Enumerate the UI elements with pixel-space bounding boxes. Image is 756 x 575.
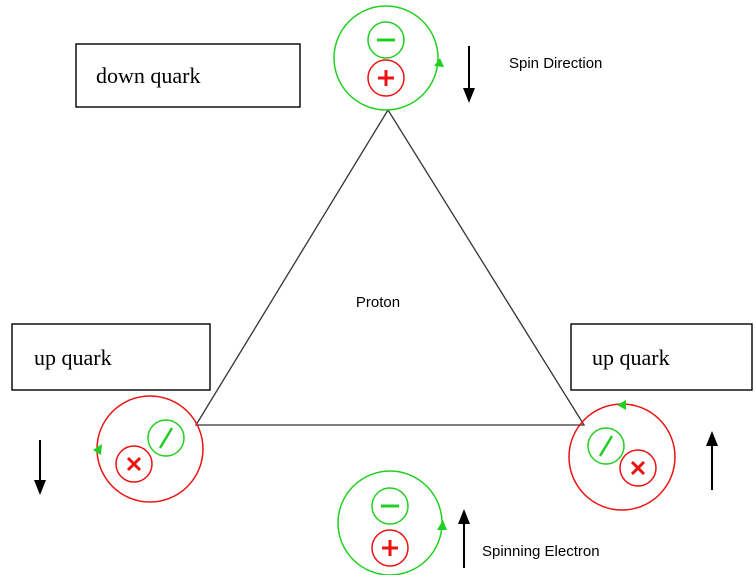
- right-particle: [568, 400, 676, 511]
- left-inner-red-circle: [115, 445, 153, 483]
- spin-arrowhead-icon: [617, 400, 626, 410]
- down-quark-label: down quark: [96, 63, 200, 88]
- down-quark-box: down quark: [75, 43, 301, 108]
- down-arrow-left: [34, 440, 46, 495]
- bottom-outer-ring: [337, 470, 443, 575]
- right-inner-green-circle: [587, 427, 625, 465]
- spin-arrowhead-icon: [434, 58, 444, 67]
- proton-triangle: [194, 108, 586, 426]
- down-arrow-top: [463, 46, 475, 103]
- bottom-particle: [337, 470, 447, 575]
- bottom-inner-red-circle: [371, 529, 409, 567]
- spinning-electron-label: Spinning Electron: [482, 543, 600, 560]
- left-outer-ring: [96, 395, 204, 503]
- top-particle: [333, 5, 444, 111]
- spin-arrowhead-icon: [93, 444, 102, 455]
- left-particle: [93, 395, 204, 503]
- right-outer-ring: [568, 403, 676, 511]
- top-outer-ring: [333, 5, 439, 111]
- up-quark-box-right: up quark: [570, 323, 753, 391]
- up-quark-label-right: up quark: [592, 345, 670, 370]
- up-quark-label-left: up quark: [34, 345, 112, 370]
- left-inner-green-circle: [147, 419, 185, 457]
- top-inner-red-circle: [367, 59, 405, 97]
- bottom-inner-green-circle: [371, 487, 409, 525]
- spin-arrowhead-icon: [437, 520, 447, 530]
- slash-icon: [158, 427, 174, 449]
- right-inner-red-circle: [619, 449, 657, 487]
- slash-icon: [598, 435, 614, 457]
- top-inner-green-circle: [367, 21, 405, 59]
- up-arrow-right: [706, 431, 718, 490]
- up-quark-box-left: up quark: [11, 323, 211, 391]
- spin-direction-label: Spin Direction: [509, 55, 602, 72]
- up-arrow-bottom: [458, 509, 470, 568]
- proton-label: Proton: [356, 294, 400, 311]
